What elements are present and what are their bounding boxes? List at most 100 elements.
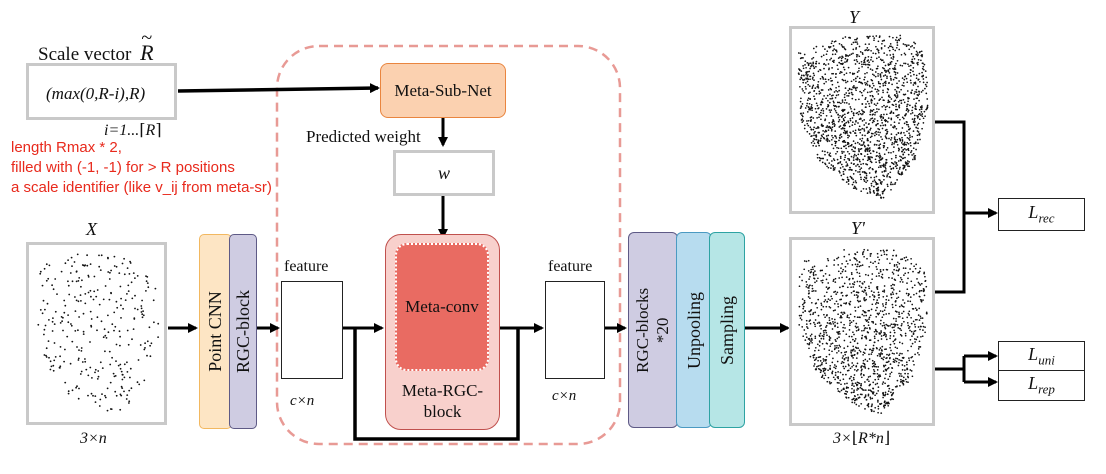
point-cloud-point	[87, 374, 90, 377]
point-cloud-point	[890, 151, 892, 154]
point-cloud-point	[901, 136, 903, 139]
point-cloud-point	[128, 402, 130, 404]
point-cloud-point	[839, 114, 841, 117]
point-cloud-point	[892, 36, 894, 39]
point-cloud-point	[856, 271, 859, 274]
point-cloud-point	[869, 188, 871, 191]
predicted-weight-label: Predicted weight	[306, 127, 421, 146]
point-cloud-point	[128, 273, 131, 275]
point-cloud-point	[855, 158, 857, 161]
point-cloud-point	[848, 152, 851, 155]
point-cloud-point	[880, 59, 883, 62]
point-cloud-point	[842, 373, 844, 376]
point-cloud-point	[86, 254, 88, 257]
point-cloud-point	[903, 302, 906, 304]
point-cloud-point	[832, 357, 834, 360]
point-cloud-point	[869, 127, 872, 130]
point-cloud-point	[814, 121, 816, 124]
point-cloud-point	[909, 64, 912, 67]
point-cloud-point	[861, 103, 864, 105]
point-cloud-point	[856, 75, 859, 78]
point-cloud-point	[839, 272, 842, 275]
point-cloud-point	[924, 326, 926, 329]
point-cloud-point	[849, 37, 852, 39]
point-cloud-point	[833, 159, 836, 162]
point-cloud-point	[840, 174, 843, 177]
point-cloud-point	[901, 127, 904, 129]
point-cloud-point	[154, 287, 157, 290]
point-cloud-point	[854, 147, 856, 150]
point-cloud-point	[863, 281, 866, 283]
point-cloud-point	[157, 336, 160, 338]
point-cloud-point	[812, 128, 815, 131]
point-cloud-point	[894, 325, 896, 327]
point-cloud-point	[108, 298, 111, 301]
point-cloud-point	[878, 296, 880, 299]
loss-uni-base: L	[1028, 343, 1039, 364]
point-cloud-point	[843, 358, 846, 361]
point-cloud-point	[893, 71, 896, 73]
point-cloud-point	[834, 371, 837, 374]
point-cloud-point	[913, 323, 916, 326]
point-cloud-point	[803, 127, 806, 130]
point-cloud-point	[915, 338, 918, 341]
point-cloud-point	[867, 55, 870, 58]
point-cloud-point	[856, 352, 859, 355]
point-cloud-point	[860, 402, 863, 405]
point-cloud-point	[814, 311, 817, 314]
point-cloud-point	[826, 159, 829, 161]
point-cloud-point	[870, 353, 873, 355]
point-cloud-point	[881, 105, 884, 108]
point-cloud-point	[855, 89, 857, 92]
point-cloud-point	[917, 122, 920, 125]
point-cloud-point	[831, 134, 833, 137]
point-cloud-point	[862, 291, 865, 293]
point-cloud-point	[901, 369, 904, 371]
point-cloud-point	[826, 50, 829, 53]
point-cloud-point	[846, 80, 849, 83]
point-cloud-point	[905, 77, 908, 80]
point-cloud-point	[869, 68, 872, 70]
point-cloud-point	[877, 407, 880, 410]
point-cloud-point	[79, 373, 82, 375]
point-cloud-point	[895, 90, 898, 93]
point-cloud-point	[91, 377, 93, 379]
point-cloud-point	[919, 267, 922, 270]
point-cloud-point	[820, 137, 822, 140]
point-cloud-point	[868, 147, 871, 149]
point-cloud-point	[879, 98, 882, 100]
point-cloud-point	[806, 70, 809, 73]
point-cloud-point	[822, 338, 825, 340]
point-cloud-point	[856, 383, 859, 386]
point-cloud-point	[849, 367, 852, 370]
point-cloud-point	[834, 374, 837, 376]
point-cloud-point	[842, 145, 845, 148]
point-cloud-point	[873, 330, 876, 333]
point-cloud-point	[881, 164, 883, 167]
point-cloud-point	[909, 268, 911, 270]
point-cloud-point	[823, 313, 825, 316]
point-cloud-point	[832, 280, 835, 282]
point-cloud-point	[904, 161, 907, 163]
point-cloud-point	[863, 59, 866, 62]
point-cloud-point	[835, 140, 838, 143]
point-cloud-point	[842, 118, 845, 120]
point-cloud-point	[824, 374, 827, 377]
point-cloud-point	[844, 79, 847, 82]
point-cloud-point	[807, 286, 809, 289]
point-cloud-point	[850, 391, 853, 394]
point-cloud-point	[819, 360, 822, 362]
point-cloud-point	[802, 335, 805, 338]
point-cloud-point	[67, 259, 69, 261]
point-cloud-point	[883, 401, 886, 404]
point-cloud-point	[838, 42, 841, 45]
point-cloud-point	[876, 119, 879, 122]
point-cloud-point	[864, 83, 867, 86]
point-cloud-point	[916, 93, 919, 96]
point-cloud-point	[812, 76, 814, 79]
point-cloud-point	[830, 88, 833, 91]
point-cloud-point	[907, 349, 909, 352]
point-cloud-point	[898, 313, 901, 315]
point-cloud-point	[884, 118, 887, 121]
point-cloud-point	[906, 160, 909, 162]
